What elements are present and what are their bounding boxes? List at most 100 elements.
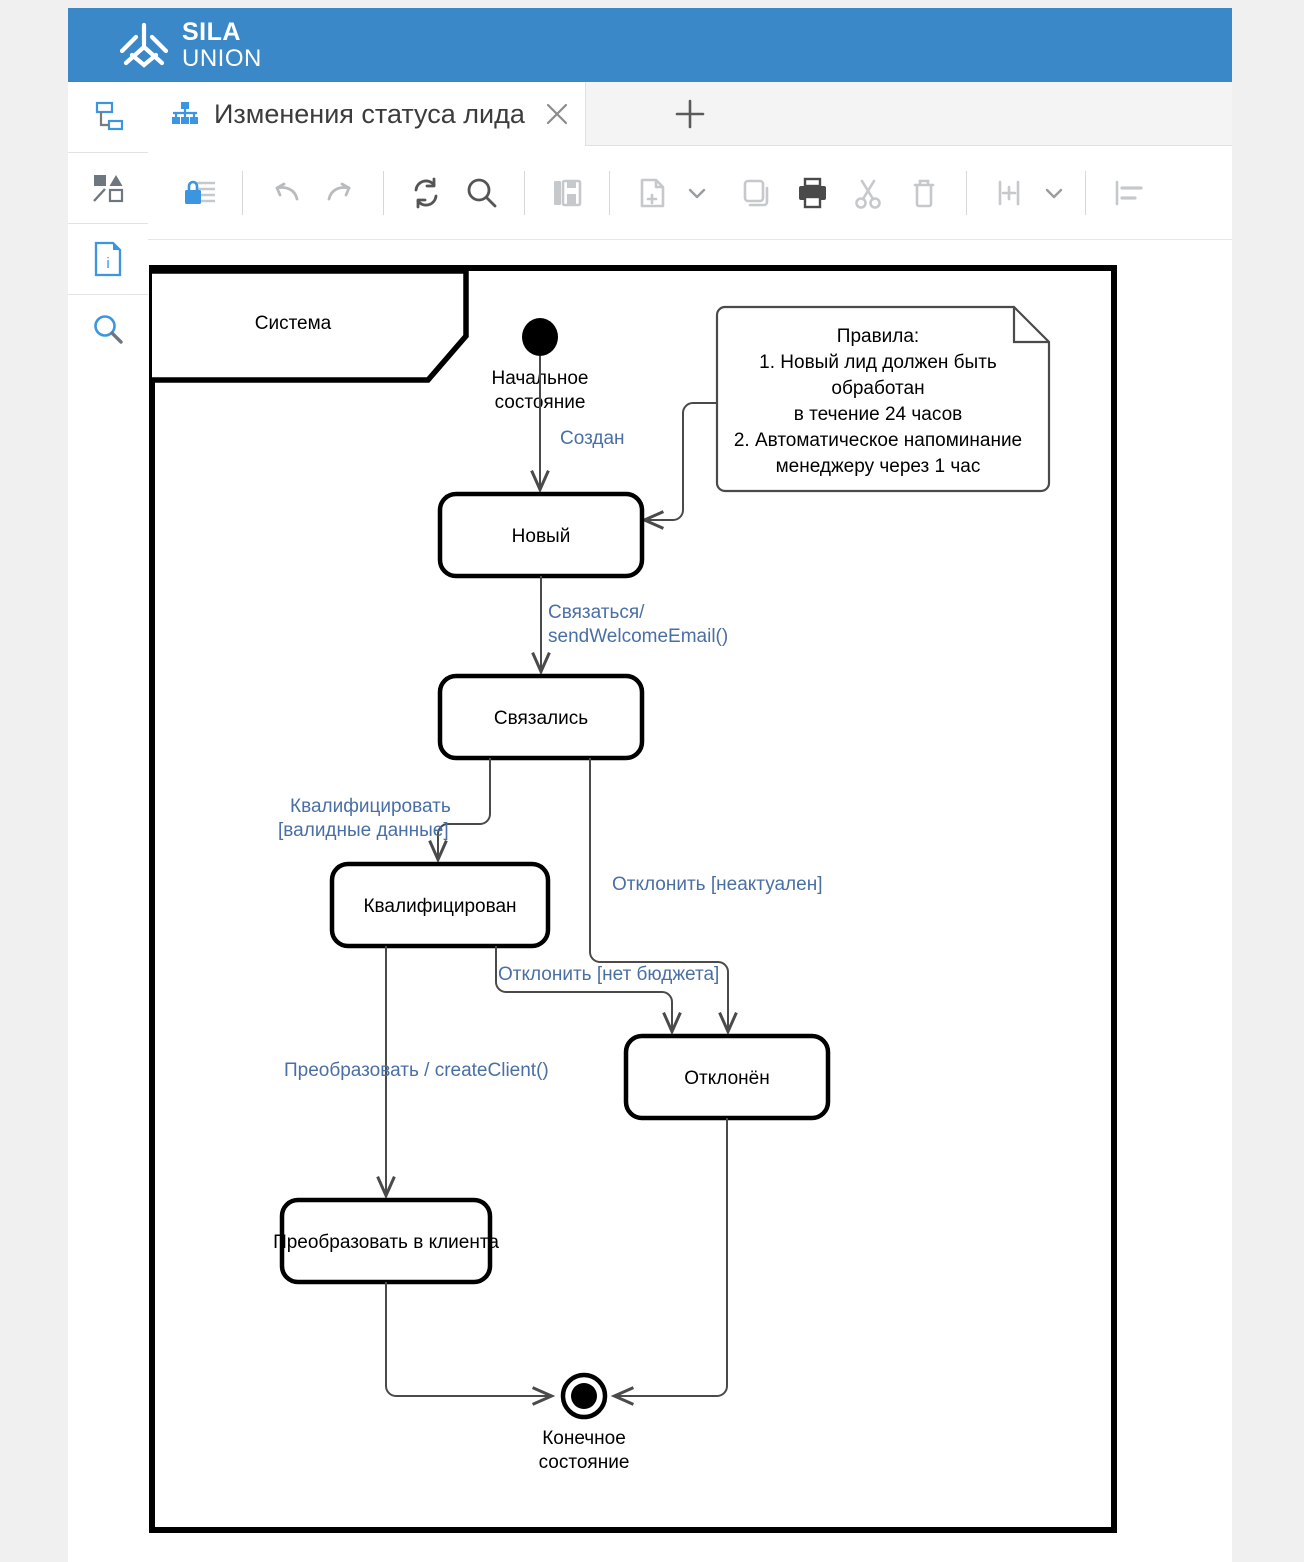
new-document-button[interactable] [624,165,680,221]
magnifier-icon [467,178,497,207]
structure-tree-icon [95,101,124,131]
uml-state-diagram[interactable]: Система Правила: 1. Новый лид должен быт… [148,240,1232,1562]
left-sidebar: i [68,82,148,1562]
tab-lead-status-changes[interactable]: Изменения статуса лида [148,82,586,146]
printer-icon [799,177,826,208]
brand-header: SILA UNION [68,8,1232,82]
edge-label-created: Создан [560,428,625,449]
toolbar-divider [966,170,967,215]
toolbar-divider [609,170,610,215]
edge-contacted-to-qualified [428,758,491,864]
refresh-sync-icon [414,177,438,208]
redo-button[interactable] [313,165,369,221]
duplicate-button[interactable] [728,165,784,221]
undo-button[interactable] [257,165,313,221]
sidebar-item-shapes-palette[interactable] [68,153,148,223]
state-label-qualified: Квалифицирован [363,896,516,917]
edge-label-reject-irrelevant: Отклонить [неактуален] [612,874,822,895]
note-line-5: менеджеру через 1 час [776,456,981,477]
delete-button[interactable] [896,165,952,221]
plus-icon [675,99,705,129]
properties-info-icon: i [94,241,122,277]
edge-rejected-to-final [610,1118,728,1406]
close-icon[interactable] [543,100,571,128]
diagram-canvas[interactable]: Система Правила: 1. Новый лид должен быт… [148,240,1232,1562]
trash-icon [913,179,935,207]
refresh-button[interactable] [398,165,454,221]
sidebar-divider [68,152,148,153]
node-state-converted[interactable]: Преобразовать в клиента [273,1197,499,1285]
edge-label-qualify-1: [валидные данные] [278,820,449,841]
insert-element-button[interactable] [981,165,1037,221]
chevron-down-icon [688,188,706,198]
svg-text:i: i [106,255,109,272]
new-document-dropdown[interactable] [680,165,714,221]
partition-system[interactable]: Система [152,268,469,383]
edge-label-convert: Преобразовать / createClient() [284,1060,549,1081]
insert-bracket-plus-icon [998,180,1020,205]
note-line-3: в течение 24 часов [794,404,962,425]
tab-strip: Изменения статуса лида [148,82,1232,146]
note-anchor-line [640,402,717,530]
main-toolbar [148,146,1232,240]
edge-converted-to-final [385,1282,556,1406]
redo-arrow-icon [327,182,351,200]
edge-label-contact-0: Связаться/ [548,602,645,623]
node-state-qualified[interactable]: Квалифицирован [329,861,551,949]
zoom-search-button[interactable] [454,165,510,221]
brand-name: SILA [182,17,241,46]
paste-save-button[interactable] [539,165,595,221]
align-left-icon [1115,180,1143,205]
node-state-contacted[interactable]: Связались [437,673,645,761]
state-label-contacted: Связались [494,708,588,729]
edge-label-contact-1: sendWelcomeEmail() [548,626,728,647]
duplicate-icon [743,179,769,206]
note-line-0: Правила: [837,326,919,347]
brand-subname: UNION [182,44,262,72]
cut-button[interactable] [840,165,896,221]
chevron-down-icon [1045,188,1063,198]
final-state-label-0: Конечное [542,1428,626,1449]
shapes-palette-icon [93,175,124,203]
node-final-state[interactable]: Конечное состояние [539,1372,630,1473]
node-state-new[interactable]: Новый [437,491,645,579]
new-tab-button[interactable] [644,82,736,146]
sidebar-item-properties-info[interactable]: i [68,224,148,294]
node-state-rejected[interactable]: Отклонён [623,1033,831,1121]
undo-arrow-icon [275,182,299,200]
tab-label: Изменения статуса лида [214,98,525,129]
state-label-rejected: Отклонён [684,1068,769,1089]
note-rules[interactable]: Правила: 1. Новый лид должен быть обрабо… [715,305,1051,493]
insert-element-dropdown[interactable] [1037,165,1071,221]
search-magnifier-icon [94,315,123,344]
brand-wordmark: SILA UNION [182,17,262,72]
state-label-converted: Преобразовать в клиента [273,1232,499,1253]
note-line-2: обработан [831,378,924,399]
edge-label-reject-nobudget: Отклонить [нет бюджета] [498,964,719,985]
lock-edit-button[interactable] [172,165,228,221]
toolbar-divider [524,170,525,215]
sila-union-logo-icon [119,22,169,68]
note-line-1: 1. Новый лид должен быть [759,352,997,373]
toolbar-divider [242,170,243,215]
sidebar-item-structure-tree[interactable] [68,82,148,152]
toolbar-divider [1085,170,1086,215]
diagram-icon [172,102,198,124]
edge-qualified-to-rejected [495,946,682,1036]
edge-contacted-to-rejected [589,758,738,1036]
edge-label-qualify-0: Квалифицировать [290,796,451,817]
sidebar-item-search-panel[interactable] [68,295,148,365]
print-button[interactable] [784,165,840,221]
final-state-label-1: состояние [539,1452,630,1473]
document-plus-icon [640,178,665,207]
partition-label: Система [255,313,332,334]
note-line-4: 2. Автоматическое напоминание [734,430,1022,451]
sidebar-divider [68,223,148,224]
align-button[interactable] [1100,165,1156,221]
lock-document-icon [185,180,215,204]
state-label-new: Новый [512,526,571,547]
paste-save-icon [554,179,582,206]
toolbar-divider [383,170,384,215]
scissors-icon [855,179,881,209]
